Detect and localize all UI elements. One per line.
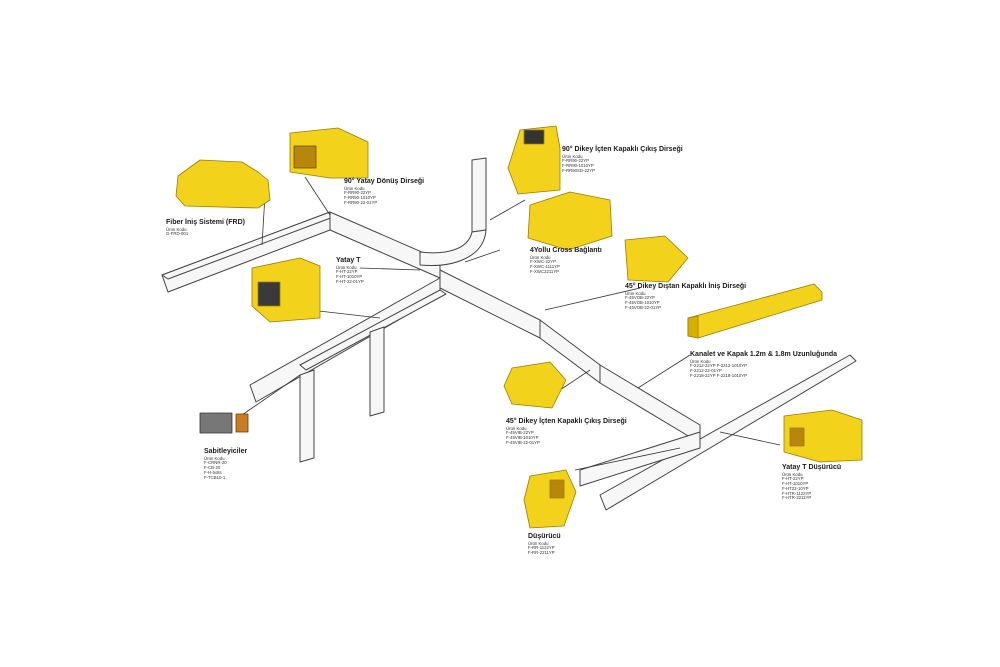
label-h90: 90° Yatay Dönüş Dirseği Ürün Kodu F-RR90…: [344, 178, 424, 206]
label-code: F-45VOB-22YP: [625, 295, 655, 301]
label-code: F-H-bolts: [204, 469, 222, 475]
v45out-product-image: [624, 235, 689, 283]
label-title: 90° Dikey İçten Kapaklı Çıkış Dirseği: [562, 146, 683, 153]
tray-run-front-mid: [299, 289, 447, 371]
label-code: F-HT-22YP: [782, 476, 804, 482]
label-title: Sabitleyiciler: [204, 448, 248, 455]
sabit-product-image: [199, 412, 233, 434]
label-code: F-HT22-10YP: [782, 485, 809, 491]
label-cross: 4Yollu Cross Bağlantı Ürün Kodu F-XWC-22…: [530, 247, 602, 275]
tray-run-bottom: [579, 431, 701, 487]
vertical-leg-2: [369, 326, 385, 417]
label-sub: Ürün Kodu: [344, 185, 365, 191]
label-kanal: Kanalet ve Kapak 1.2m & 1.8m Uzunluğunda…: [690, 351, 837, 379]
label-code: F-CRNR-20: [204, 460, 227, 466]
label-code: F-TCB10-1: [204, 474, 226, 480]
label-code: F-RR90-22YP: [344, 190, 371, 196]
label-sub: Ürün Kodu: [506, 425, 527, 431]
vertical-leg-1: [299, 369, 315, 463]
yatayt2-product-image: [783, 409, 863, 463]
label-code: F-RR90-22YP: [562, 158, 589, 164]
label-code: F-HT-22YP: [336, 269, 358, 275]
label-code: F-2212-22-01YP: [690, 368, 722, 374]
label-code: F-CB-20: [204, 465, 221, 471]
label-sub: Ürün Kodu: [528, 540, 549, 546]
label-title: Düşürücü: [528, 533, 561, 540]
label-yatayt2: Yatay T Düşürücü Ürün Kodu F-HT-22YP F-H…: [782, 464, 841, 501]
label-code: F-45VOB-22-01YP: [625, 304, 662, 310]
v45in-product-image: [503, 361, 567, 409]
label-sub: Ürün Kodu: [336, 264, 357, 270]
label-sub: Ürün Kodu: [530, 254, 551, 260]
label-code: F-XWC-1111YP: [530, 264, 560, 270]
label-code: F-HT-1010YP: [336, 274, 363, 280]
label-title: 4Yollu Cross Bağlantı: [530, 247, 602, 254]
label-sub: Ürün Kodu: [782, 471, 803, 477]
cross-product-image: [527, 191, 613, 251]
label-code: F-HT-22-01YP: [336, 278, 364, 284]
label-code: F-RR90-1010YP: [562, 163, 594, 169]
label-code: F-RR-2211YP: [528, 550, 555, 556]
label-sub: Ürün Kodu: [690, 358, 711, 364]
label-code: F-HTR-2211YP: [782, 495, 812, 501]
tray-run-right: [439, 269, 541, 339]
label-code: F-2218-22YP F-2218-1010YP: [690, 372, 748, 378]
riser-elbow: [419, 229, 487, 267]
label-title: Yatay T: [336, 257, 361, 264]
label-code: F-XWC2211YP: [530, 268, 560, 274]
label-code: F-RR90-22-01YP: [344, 199, 378, 205]
label-title: Fiber İniş Sistemi (FRD): [166, 219, 245, 226]
fiber-product-image: [175, 159, 271, 209]
label-v45out: 45° Dikey Dıştan Kapaklı İniş Dirseği Ür…: [625, 283, 746, 311]
label-code: F-2212-22YP F-2212-1010YP: [690, 363, 748, 369]
label-v45in: 45° Dikey İçten Kapaklı Çıkış Dirseği Ür…: [506, 418, 627, 446]
label-yatayt: Yatay T Ürün Kodu F-HT-22YP F-HT-1010YP …: [336, 257, 364, 285]
label-code: F-RR90-1010YP: [344, 195, 376, 201]
label-code: F-45VIB-22YP: [506, 430, 534, 436]
label-sub: Ürün Kodu: [562, 153, 583, 159]
label-title: Yatay T Düşürücü: [782, 464, 842, 471]
label-title: 45° Dikey Dıştan Kapaklı İniş Dirseği: [625, 283, 747, 290]
label-code: F-45VOB-1010YP: [625, 300, 660, 306]
label-dusur: Düşürücü Ürün Kodu F-RR-1122YP F-RR-2211…: [528, 533, 561, 556]
label-sub: Ürün Kodu: [204, 455, 225, 461]
tray-run-far-right: [599, 354, 857, 511]
label-sub: Ürün Kodu: [166, 226, 187, 232]
dusur-product-image: [523, 469, 577, 529]
label-code: F-RR-1122YP: [528, 545, 555, 551]
label-title: Kanalet ve Kapak 1.2m & 1.8m Uzunluğunda: [690, 351, 838, 358]
label-title: 90° Yatay Dönüş Dirseği: [344, 178, 425, 185]
label-code: F-45VIB-1010YP: [506, 435, 539, 441]
vertical-riser: [471, 157, 487, 233]
label-code: F-XWC-22YP: [530, 259, 557, 265]
label-code: F-HTR-1122YP: [782, 490, 812, 496]
label-code: G-FRD-001: [166, 231, 189, 237]
label-title: 45° Dikey İçten Kapaklı Çıkış Dirseği: [506, 418, 627, 425]
label-sabit: Sabitleyiciler Ürün Kodu F-CRNR-20 F-CB-…: [204, 448, 247, 480]
label-code: F-45VIB-22-01YP: [506, 439, 540, 445]
label-v90in: 90° Dikey İçten Kapaklı Çıkış Dirseği Ür…: [562, 146, 683, 174]
label-code: F-RR90SD-22YP: [562, 167, 595, 173]
label-sub: Ürün Kodu: [625, 290, 646, 296]
label-fiber: Fiber İniş Sistemi (FRD) Ürün Kodu G-FRD…: [166, 219, 245, 237]
v90in-product-image: [507, 125, 561, 195]
label-code: F-HT-1010YP: [782, 481, 809, 487]
